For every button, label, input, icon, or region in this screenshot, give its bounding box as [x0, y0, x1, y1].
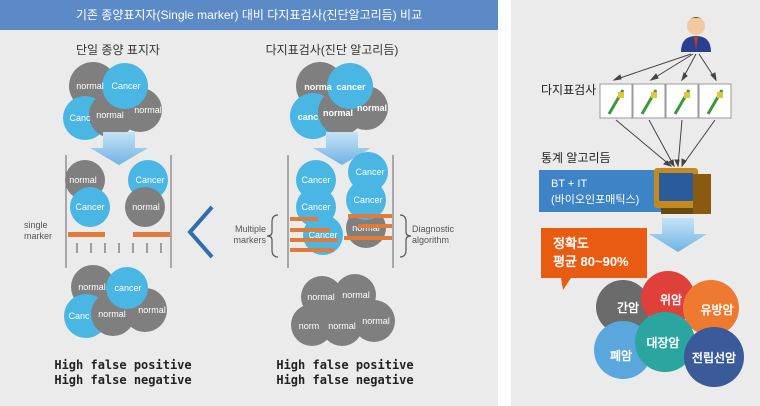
cancer-type-circles: 간암 위암 유방암 대장암 폐암 전립선암 [594, 271, 744, 387]
accuracy-line-1: 정확도 [553, 236, 589, 251]
left-middle-clusters: normal Cancer Cancer normal [65, 160, 168, 227]
mid-center-label-4: Cancer [355, 167, 384, 177]
accuracy-callout [541, 228, 647, 290]
liver-cancer-circle [596, 280, 650, 334]
comparison-header-title: 기존 종양표지자(Single marker) 대비 다지표검사(진단알고리듬)… [75, 8, 423, 22]
person-icon [681, 17, 711, 52]
multi-test-label: 다지표검사 [541, 83, 596, 97]
left-top-label-4: Canc [69, 113, 91, 123]
multi-marker-bars [290, 214, 392, 252]
left-top-cluster: normal Cancer normal Canc normal [63, 62, 162, 140]
left-footer-1: High false positive [54, 358, 191, 372]
mid-top-label-1: norma [304, 82, 333, 92]
left-top-label-3: normal [134, 105, 162, 115]
left-brace [266, 214, 279, 258]
multi-marker-title: 다지표검사(진단 알고리듬) [266, 43, 399, 57]
comparison-header: 기존 종양표지자(Single marker) 대비 다지표검사(진단알고리듬)… [0, 0, 498, 30]
multiple-markers-label-2: markers [233, 235, 266, 245]
left-bot-label-5: normal [138, 305, 166, 315]
multiple-markers-label-1: Multiple [235, 224, 266, 234]
cancer-label-colon: 대장암 [646, 336, 679, 350]
left-mid-label-3: Cancer [135, 175, 164, 185]
middle-footer-2: High false negative [276, 373, 413, 387]
test-kit-icons [599, 83, 732, 119]
left-top-label-2: Cancer [111, 81, 140, 91]
diagnostic-algorithm-label-2: algorithm [412, 235, 449, 245]
bt-it-line-1: BT + IT [551, 178, 587, 190]
process-graphic: 다지표검사 [539, 17, 744, 387]
colon-cancer-circle [635, 312, 695, 372]
left-mid-label-4: normal [132, 202, 160, 212]
cancer-label-prostate: 전립선암 [692, 350, 736, 365]
mid-top-label-3: normal [357, 103, 387, 113]
mid-top-label-4: canc [298, 112, 319, 122]
less-than-chevron-icon [187, 205, 214, 259]
left-mid-label-2: Cancer [75, 202, 104, 212]
left-bot-label-4: normal [98, 309, 126, 319]
left-mid-label-1: normal [69, 175, 97, 185]
middle-bottom-cluster: normal normal norm normal normal [291, 274, 395, 346]
stat-algorithm-label: 통계 알고리듬 [541, 151, 611, 165]
result-down-arrow [649, 218, 707, 252]
kits-to-computer-arrows [615, 119, 716, 168]
bt-it-line-2: (바이오인포매틱스) [551, 193, 639, 206]
middle-footer-1: High false positive [276, 358, 413, 372]
stomach-cancer-circle [641, 271, 695, 325]
left-bot-label-1: normal [78, 282, 106, 292]
mid-bot-label-2: normal [342, 290, 370, 300]
person-to-kits-arrows [612, 53, 717, 82]
left-top-label-5: normal [96, 110, 124, 120]
single-marker-title: 단일 종양 표지자 [76, 43, 160, 57]
comparison-graphic: 단일 종양 표지자 다지표검사(진단 알고리듬) normal Cancer n… [24, 43, 455, 387]
cancer-label-lung: 폐암 [610, 348, 632, 363]
prostate-cancer-circle [684, 327, 744, 387]
mid-bot-label-3: norm [299, 321, 320, 331]
left-marker-bar-2 [133, 232, 170, 237]
mid-bot-label-5: normal [362, 316, 390, 326]
left-bottom-cluster: normal cancer Canc normal normal [64, 265, 167, 338]
left-down-arrow-1 [90, 132, 148, 165]
mid-center-label-3: Cancer [308, 230, 337, 240]
left-tick-marks [76, 243, 162, 253]
cancer-label-liver: 간암 [617, 300, 639, 315]
mid-center-label-1: Cancer [301, 175, 330, 185]
diagnostic-algorithm-label-1: Diagnostic [412, 224, 455, 234]
cancer-label-stomach: 위암 [660, 293, 682, 307]
middle-down-arrow-1 [313, 132, 371, 165]
right-brace [399, 214, 412, 258]
single-marker-label-1: single [24, 220, 48, 230]
bt-it-box [539, 170, 661, 212]
left-bot-label-2: cancer [114, 283, 141, 293]
mid-top-label-5: normal [323, 108, 353, 118]
left-bot-label-3: Canc [68, 311, 90, 321]
mid-top-label-2: cancer [336, 82, 366, 92]
single-marker-label-2: marker [24, 231, 52, 241]
breast-cancer-circle [683, 280, 739, 336]
mid-center-label-6: Cancer [353, 195, 382, 205]
left-marker-bar-1 [68, 232, 105, 237]
mid-center-label-2: Cancer [301, 202, 330, 212]
middle-top-cluster: norma cancer normal canc normal [290, 62, 388, 139]
mid-bot-label-1: normal [307, 292, 335, 302]
cancer-label-breast: 유방암 [700, 302, 733, 317]
process-panel: 다지표검사 [511, 0, 760, 406]
mid-bot-label-4: normal [328, 321, 356, 331]
accuracy-line-2: 평균 80~90% [553, 254, 629, 269]
left-footer-2: High false negative [54, 373, 191, 387]
comparison-panel: 기존 종양표지자(Single marker) 대비 다지표검사(진단알고리듬)… [0, 0, 498, 406]
left-top-label-1: normal [76, 81, 104, 91]
computer-icon [654, 168, 711, 214]
